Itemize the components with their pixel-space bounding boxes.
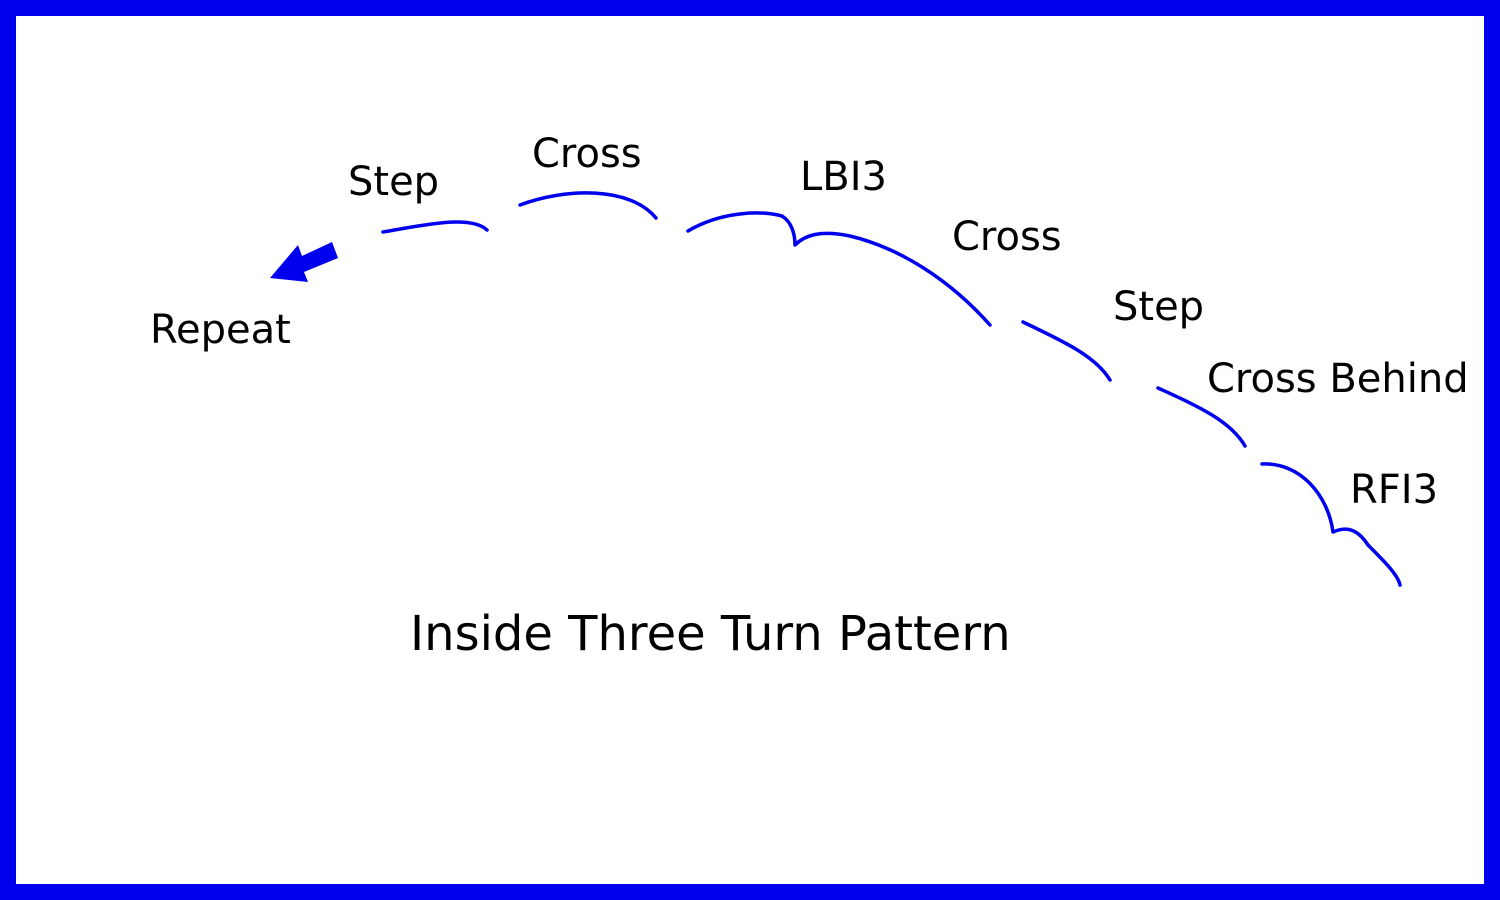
label-repeat: Repeat — [150, 307, 291, 353]
trace-rfi3 — [1260, 462, 1402, 587]
trace-cross-behind — [1156, 386, 1247, 448]
label-cross-behind: Cross Behind — [1207, 356, 1469, 402]
trace-step-2 — [1021, 320, 1112, 382]
label-step-1: Step — [348, 159, 439, 205]
arrow-left-down-icon — [270, 242, 338, 282]
trace-step-1 — [381, 220, 489, 234]
label-lbi3: LBI3 — [800, 154, 887, 200]
trace-lbi3-cross-2 — [686, 211, 992, 327]
label-step-2: Step — [1113, 284, 1204, 330]
trace-cross-1 — [518, 191, 658, 220]
diagram-title: Inside Three Turn Pattern — [410, 606, 1011, 662]
label-cross-1: Cross — [532, 131, 642, 177]
label-cross-2: Cross — [952, 214, 1062, 260]
label-rfi3: RFI3 — [1350, 467, 1438, 513]
